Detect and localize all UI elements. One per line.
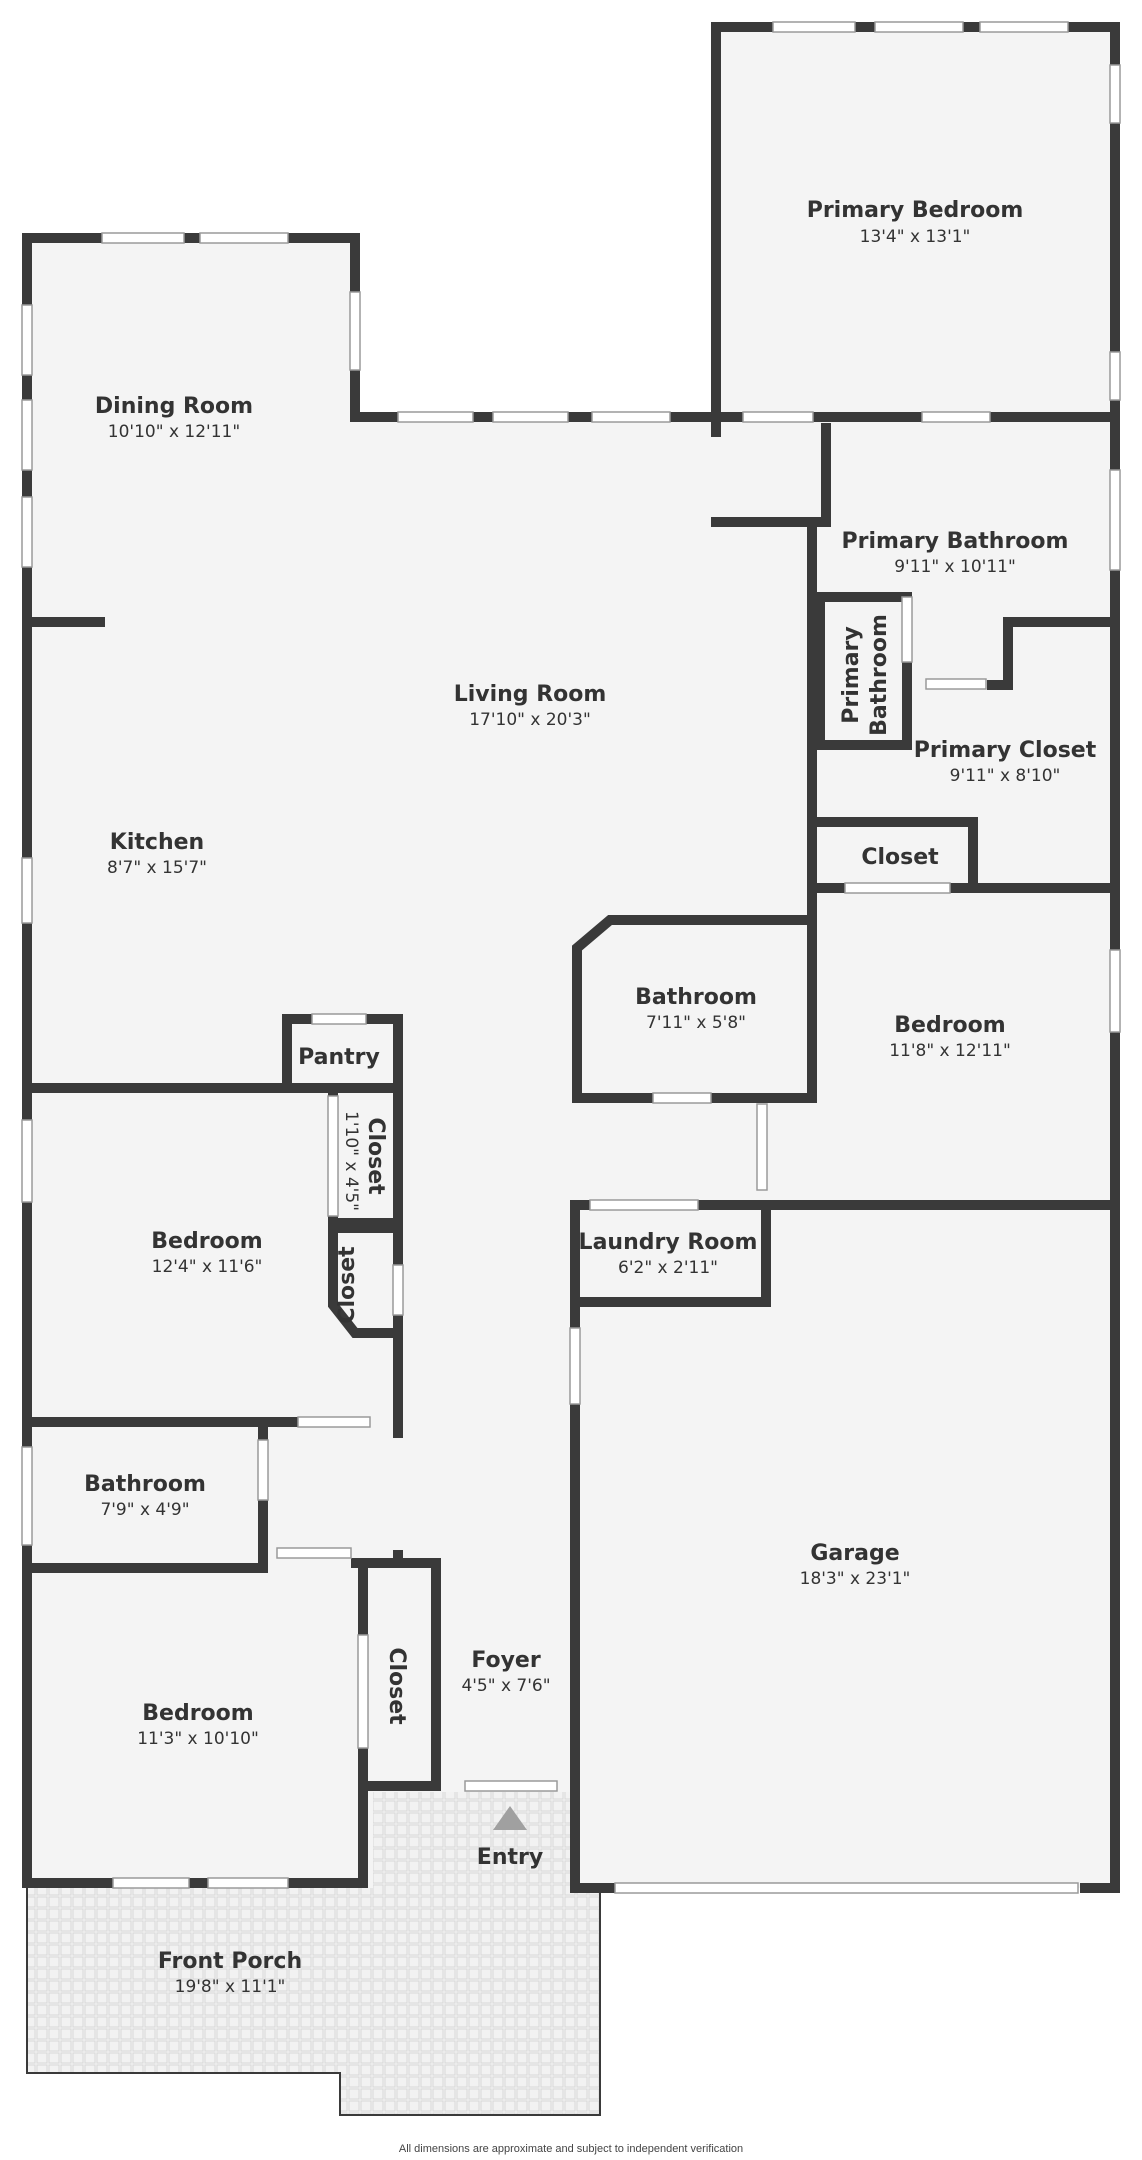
primary-bedroom-name: Primary Bedroom [807, 198, 1024, 223]
bedroom-left-dims: 12'4" x 11'6" [152, 1257, 263, 1277]
living-room-dims: 17'10" x 20'3" [469, 710, 591, 730]
closet-primary-name: Closet [861, 845, 939, 870]
bathroom-left-dims: 7'9" x 4'9" [100, 1500, 189, 1520]
closet-bedroom-a-name: Closet [363, 1117, 388, 1195]
front-porch-dims: 19'8" x 11'1" [175, 1977, 286, 1997]
kitchen-name: Kitchen [110, 830, 204, 855]
porch-outline [26, 1888, 601, 2116]
primary-bathroom-name: Primary Bathroom [842, 529, 1069, 554]
laundry-room-dims: 6'2" x 2'11" [618, 1258, 718, 1278]
front-porch-name: Front Porch [158, 1949, 302, 1974]
closet-foyer-name: Closet [384, 1647, 409, 1725]
bedroom-left-name: Bedroom [151, 1229, 262, 1254]
primary-bedroom-dims: 13'4" x 13'1" [860, 227, 971, 247]
primary-bathroom-dims: 9'11" x 10'11" [894, 557, 1016, 577]
garage-name: Garage [810, 1541, 899, 1566]
primary-closet-dims: 9'11" x 8'10" [950, 766, 1061, 786]
bathroom-left-name: Bathroom [84, 1472, 206, 1497]
disclaimer-footer: All dimensions are approximate and subje… [399, 2143, 743, 2155]
bedroom-bottom-dims: 11'3" x 10'10" [137, 1729, 259, 1749]
floor-areas [27, 27, 1115, 2115]
foyer-dims: 4'5" x 7'6" [461, 1676, 550, 1696]
porch-floor [27, 1792, 600, 2115]
primary-bathroom-small-name-line2: Bathroom [867, 614, 892, 736]
garage-dims: 18'3" x 23'1" [800, 1569, 911, 1589]
bathroom-center-name: Bathroom [635, 985, 757, 1010]
windows [21, 21, 1121, 1894]
primary-bedroom-floor [716, 27, 1115, 417]
bathroom-center-dims: 7'11" x 5'8" [646, 1013, 746, 1033]
laundry-room-name: Laundry Room [579, 1230, 758, 1255]
bedroom-right-name: Bedroom [894, 1013, 1005, 1038]
room-labels: Primary Bedroom 13'4" x 13'1" Dining Roo… [84, 198, 1097, 2155]
foyer-name: Foyer [471, 1648, 541, 1673]
primary-closet-name: Primary Closet [914, 738, 1097, 763]
closet-bedroom-b-name: Closet [335, 1246, 360, 1324]
entry-arrow-icon [493, 1806, 527, 1830]
kitchen-dims: 8'7" x 15'7" [107, 858, 207, 878]
bedroom-right-dims: 11'8" x 12'11" [889, 1041, 1011, 1061]
primary-bathroom-small-name-line1: Primary [839, 626, 864, 723]
living-room-name: Living Room [454, 682, 607, 707]
dining-room-name: Dining Room [95, 394, 253, 419]
entry-name: Entry [477, 1845, 543, 1870]
closet-bedroom-a-dims: 1'10" x 4'5" [341, 1111, 361, 1211]
dining-room-dims: 10'10" x 12'11" [108, 422, 240, 442]
main-floor [27, 238, 1115, 1888]
pantry-name: Pantry [298, 1045, 380, 1070]
bedroom-bottom-name: Bedroom [142, 1701, 253, 1726]
